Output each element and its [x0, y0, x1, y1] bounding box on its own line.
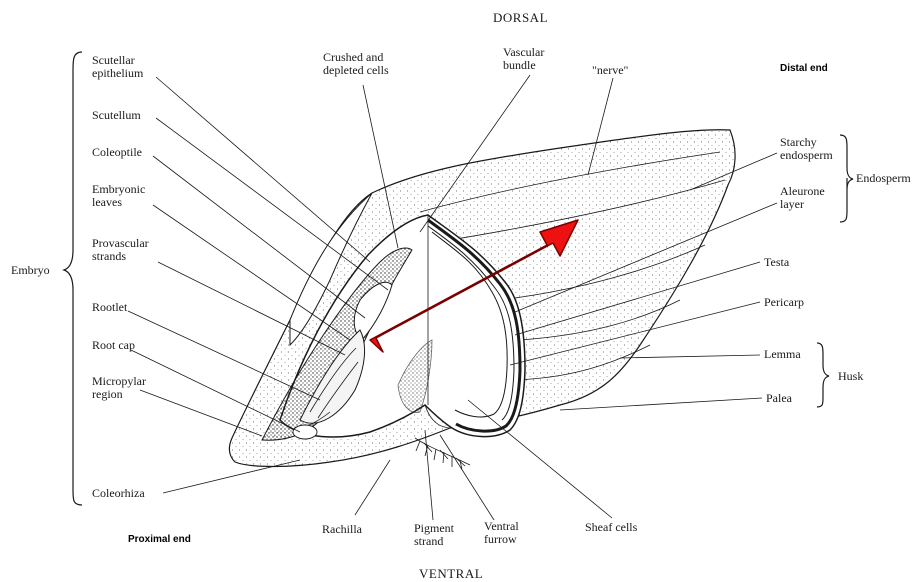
testa-label: Testa — [764, 255, 790, 269]
nerve-label: "nerve" — [592, 63, 629, 77]
coleoptile-label: Coleoptile — [92, 145, 142, 159]
rootlet-label: Rootlet — [92, 300, 128, 314]
vascular-bundle-label: Vascular bundle — [503, 45, 547, 72]
endosperm-group-label: Endosperm — [856, 171, 911, 185]
embryonic-leaves-label: Embryonic leaves — [92, 182, 148, 209]
provascular-strands-label: Provascular strands — [92, 236, 152, 263]
palea-label: Palea — [766, 391, 793, 405]
dorsal-label: DORSAL — [493, 10, 548, 25]
crushed-cells-label: Crushed and depleted cells — [323, 50, 389, 77]
ventral-label: VENTRAL — [419, 566, 483, 581]
embryo-brace — [64, 52, 82, 505]
micropylar-region-label: Micropylar region — [92, 374, 149, 401]
distal-end-label: Distal end — [780, 63, 828, 74]
rachilla-label: Rachilla — [322, 522, 363, 536]
lemma-label: Lemma — [764, 347, 801, 361]
rachilla — [415, 438, 470, 465]
husk-brace — [817, 343, 829, 407]
husk-group-label: Husk — [838, 369, 863, 383]
coleorhiza-label: Coleorhiza — [92, 486, 145, 500]
root-cap-label: Root cap — [92, 338, 135, 352]
scutellar-epithelium-label: Scutellar epithelium — [92, 53, 144, 80]
proximal-end-label: Proximal end — [128, 534, 191, 545]
ventral-furrow-label: Ventral furrow — [484, 519, 522, 546]
starchy-endosperm-label: Starchy endosperm — [780, 135, 833, 162]
pigment-strand-label: Pigment strand — [414, 521, 457, 548]
grain-illustration — [229, 130, 735, 470]
embryo-group-label: Embryo — [11, 263, 50, 277]
endosperm-brace — [840, 135, 853, 222]
sheaf-cells-label: Sheaf cells — [585, 520, 638, 534]
aleurone-layer-label: Aleurone layer — [780, 184, 828, 211]
pericarp-label: Pericarp — [764, 295, 804, 309]
scutellum-label: Scutellum — [92, 108, 141, 122]
